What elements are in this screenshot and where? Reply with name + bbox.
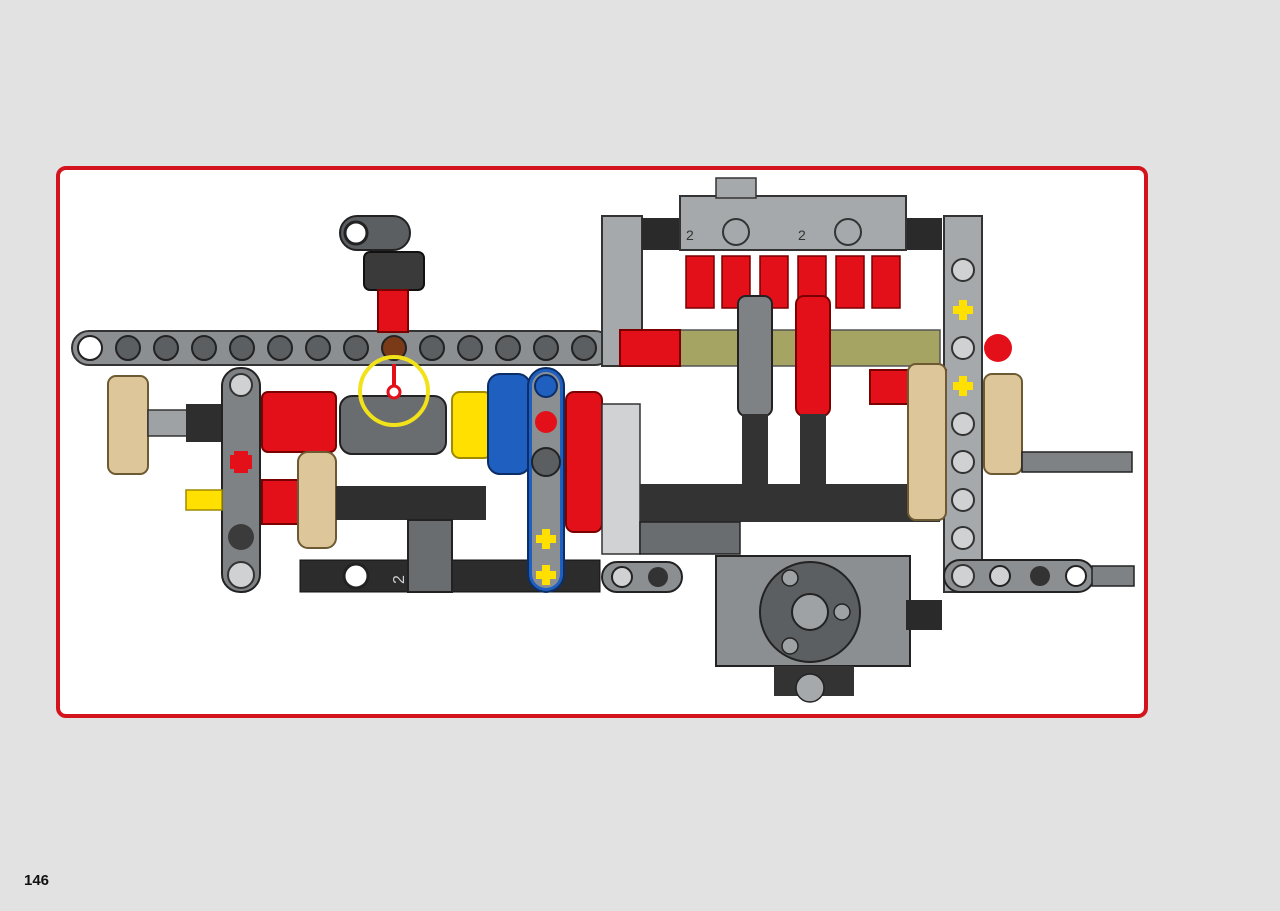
red-connector xyxy=(619,329,681,367)
red-pin xyxy=(871,255,901,309)
center-shocks xyxy=(737,295,831,484)
left-tan-gear xyxy=(107,375,226,475)
part-label: 2 xyxy=(686,227,694,243)
top-connector xyxy=(339,215,425,333)
blue-liftarm xyxy=(527,367,565,593)
red-pin xyxy=(835,255,865,309)
red-gear-stack xyxy=(565,391,603,533)
beam-holes xyxy=(77,335,635,361)
olive-axle xyxy=(639,329,941,367)
beam-hole xyxy=(115,335,141,361)
beam-hole xyxy=(419,335,445,361)
beam-hole xyxy=(381,335,407,361)
beam-hole xyxy=(495,335,521,361)
red-ball xyxy=(984,334,1012,362)
beam-hole xyxy=(153,335,179,361)
right-tan-gears xyxy=(907,363,1133,521)
red-pin-row xyxy=(685,255,901,309)
beam-hole xyxy=(191,335,217,361)
red-pin xyxy=(685,255,715,309)
beam-hole xyxy=(305,335,331,361)
lower-frame xyxy=(601,403,942,703)
part-label: 2 xyxy=(798,227,806,243)
yellow-axle xyxy=(185,489,223,511)
beam-hole xyxy=(533,335,559,361)
beam-hole xyxy=(267,335,293,361)
right-beam-holes xyxy=(951,258,975,588)
part-label: 2 xyxy=(391,575,408,584)
beam-hole xyxy=(571,335,597,361)
vertical-liftarm-left xyxy=(221,367,261,593)
center-block xyxy=(339,373,531,475)
beam-hole xyxy=(77,335,103,361)
bottom-liftarm xyxy=(601,559,1135,593)
beam-hole xyxy=(229,335,255,361)
red-gear-cluster xyxy=(261,391,337,549)
page-number: 146 xyxy=(24,872,50,889)
beam-hole xyxy=(343,335,369,361)
callout-highlight xyxy=(358,355,430,427)
beam-hole xyxy=(457,335,483,361)
